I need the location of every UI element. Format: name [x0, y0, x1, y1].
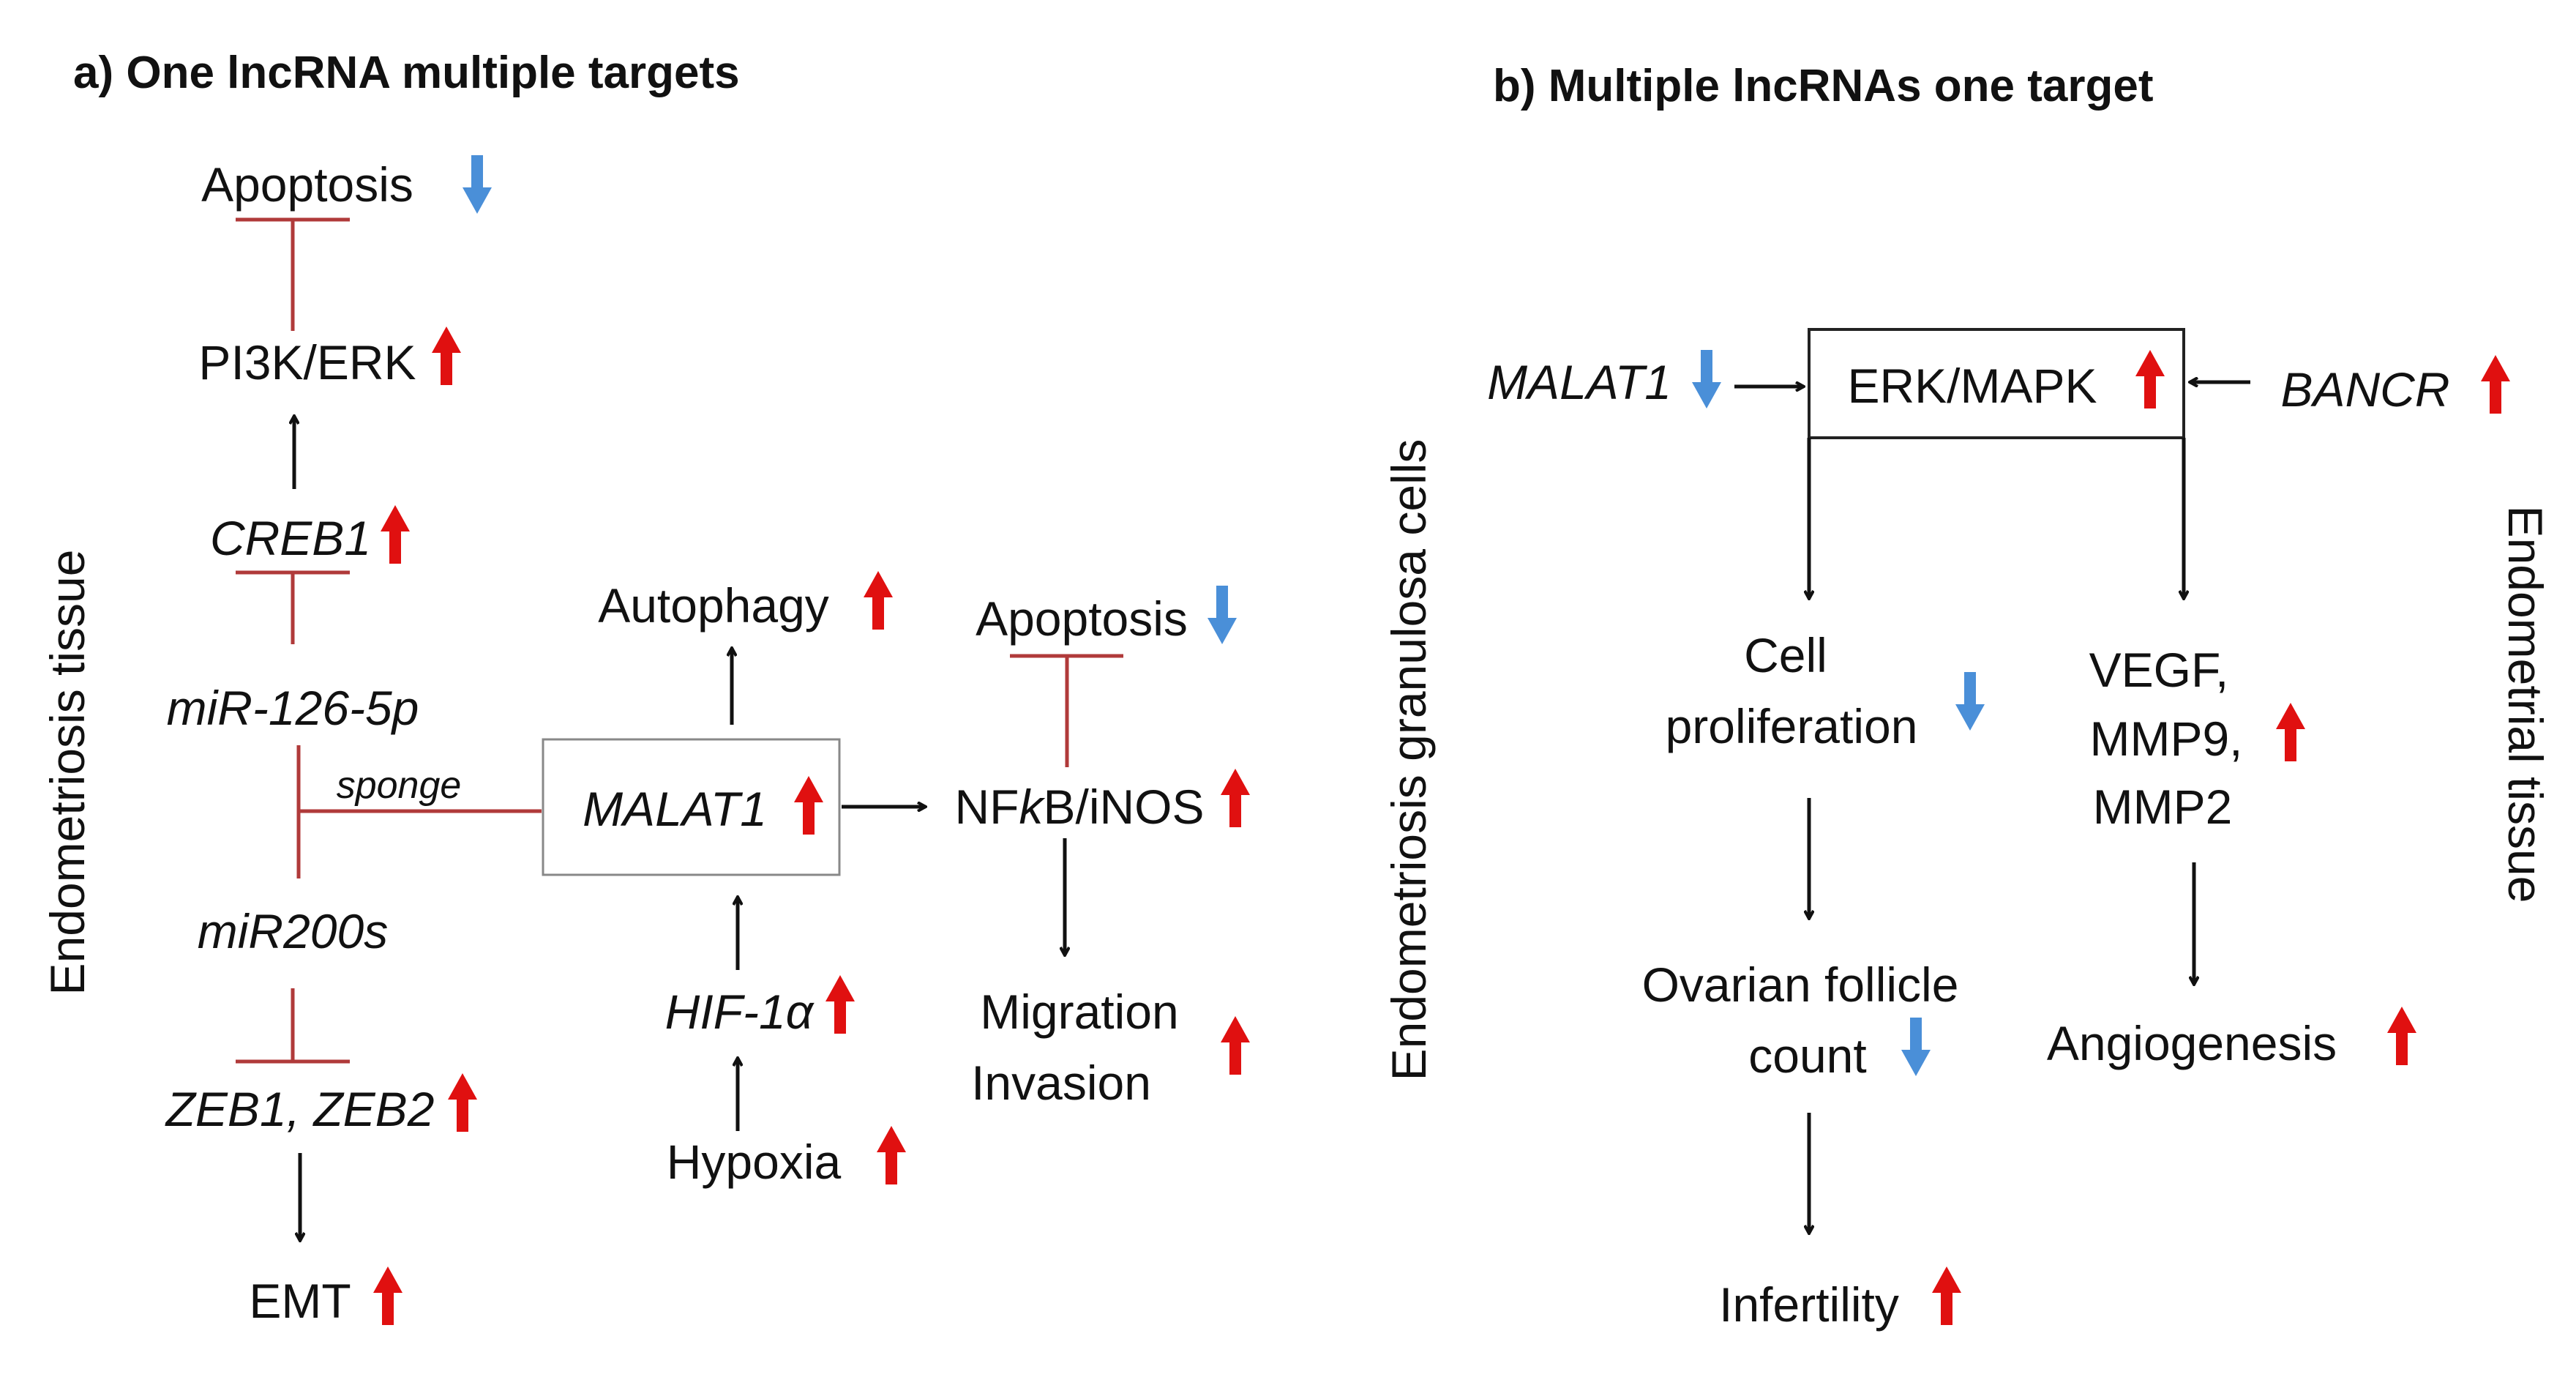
nfkb-kappa: k [1019, 780, 1045, 834]
nfkb-suffix: B/iNOS [1043, 780, 1204, 834]
node-bancr: BANCR [2280, 362, 2449, 417]
node-zeb: ZEB1, ZEB2 [165, 1082, 435, 1136]
node-count: count [1748, 1029, 1866, 1083]
increase-arrow-icon [1221, 769, 1250, 827]
node-creb1: CREB1 [210, 511, 371, 565]
increase-arrow-icon [825, 975, 855, 1034]
node-pi3k-erk: PI3K/ERK [198, 335, 416, 389]
decrease-arrow-icon [1955, 672, 1985, 731]
node-apoptosis-top: Apoptosis [201, 157, 413, 212]
increase-arrow-icon [1932, 1266, 1961, 1325]
panel-b-side-label-left: Endometriosis granulosa cells [1382, 439, 1436, 1081]
decrease-arrow-icon [1208, 586, 1237, 644]
panel-b-title: b) Multiple lncRNAs one target [1493, 61, 2153, 111]
node-nfkb: NFkB/iNOS [954, 780, 1204, 834]
erk-mapk-box [1808, 328, 2185, 439]
node-infertility: Infertility [1719, 1277, 1899, 1332]
node-vegf: VEGF, [2089, 643, 2229, 697]
decrease-arrow-icon [1692, 350, 1721, 408]
node-invasion: Invasion [971, 1056, 1151, 1110]
panel-a-title: a) One lncRNA multiple targets [73, 48, 740, 98]
increase-arrow-icon [877, 1126, 906, 1184]
node-mmp9: MMP9, [2089, 712, 2242, 766]
increase-arrow-icon [373, 1266, 402, 1325]
increase-arrow-icon [432, 327, 461, 385]
node-ovarian-follicle: Ovarian follicle [1642, 958, 1959, 1012]
increase-arrow-icon [2276, 703, 2305, 761]
node-erk-mapk: ERK/MAPK [1847, 359, 2097, 413]
node-proliferation: proliferation [1666, 699, 1918, 753]
panel-a-side-label: Endometriosis tissue [40, 550, 94, 996]
node-autophagy: Autophagy [598, 578, 829, 633]
node-hypoxia: Hypoxia [667, 1135, 842, 1189]
panel-b-side-label-right: Endometrial tissue [2498, 506, 2553, 903]
increase-arrow-icon [2481, 355, 2510, 414]
increase-arrow-icon [448, 1073, 477, 1132]
increase-arrow-icon [2387, 1007, 2416, 1065]
node-emt: EMT [249, 1274, 351, 1328]
node-mmp2: MMP2 [2093, 780, 2233, 834]
node-malat1-b: MALAT1 [1487, 355, 1671, 409]
decrease-arrow-icon [463, 155, 492, 214]
increase-arrow-icon [1221, 1016, 1250, 1075]
node-cell: Cell [1744, 628, 1827, 682]
node-angiogenesis: Angiogenesis [2047, 1016, 2337, 1070]
node-mir200s: miR200s [198, 904, 388, 958]
increase-arrow-icon [864, 571, 893, 630]
increase-arrow-icon [381, 505, 410, 564]
sponge-label: sponge [337, 764, 462, 807]
node-apoptosis-right: Apoptosis [976, 592, 1188, 646]
node-malat1: MALAT1 [583, 782, 767, 836]
nfkb-prefix: NF [954, 780, 1019, 834]
node-hif1a: HIF-1α [665, 985, 815, 1039]
malat1-box [542, 738, 841, 876]
node-migration: Migration [980, 985, 1178, 1039]
node-mir126: miR-126-5p [167, 681, 419, 735]
decrease-arrow-icon [1901, 1018, 1931, 1076]
